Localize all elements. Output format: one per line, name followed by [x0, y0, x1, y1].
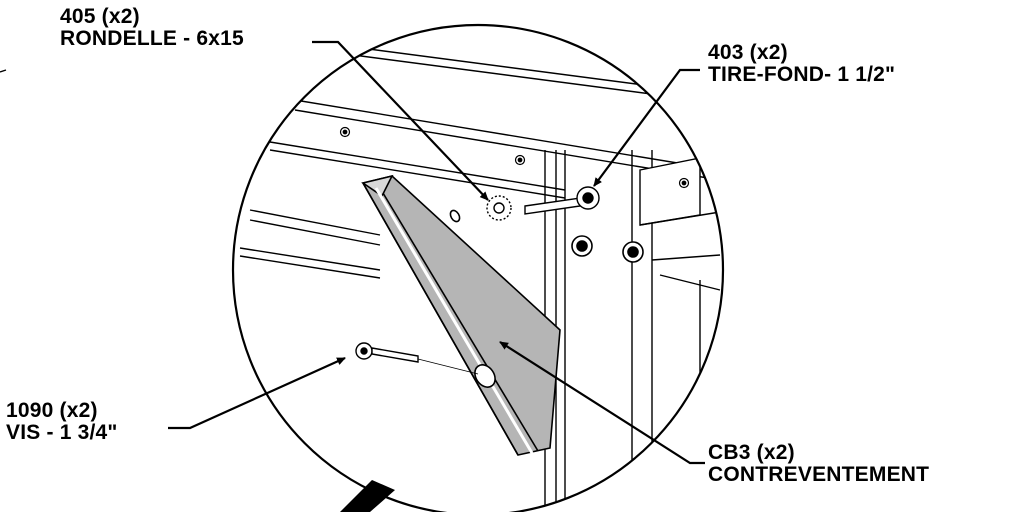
lag-screw-part — [524, 186, 600, 215]
brace-leader-line — [499, 341, 705, 465]
lag-screw-callout: 403 (x2) TIRE-FOND- 1 1/2" — [708, 42, 895, 86]
washer-callout: 405 (x2) RONDELLE - 6x15 — [60, 6, 244, 50]
diagonal-brace — [361, 174, 561, 456]
pilot-holes — [339, 126, 690, 189]
screw-part-number: 1090 (x2) — [6, 399, 98, 422]
washer-part — [486, 195, 512, 221]
brace-part-number: CB3 (x2) — [708, 441, 795, 464]
washer-part-name: RONDELLE - 6x15 — [60, 27, 244, 50]
washer-leader-line — [312, 40, 489, 201]
detail-circle-outline — [231, 23, 725, 512]
frame-edge-fragment — [0, 69, 7, 73]
screw-part-name: VIS - 1 3/4" — [6, 421, 118, 444]
screw-callout: 1090 (x2) VIS - 1 3/4" — [6, 400, 118, 444]
lag-screw-leader-line — [593, 68, 700, 187]
brace-part-name: CONTREVENTEMENT — [708, 463, 930, 486]
screw-part — [355, 342, 479, 375]
lag-screw-part-number: 403 (x2) — [708, 41, 788, 64]
frame-rails — [239, 39, 721, 279]
callout-leaders — [168, 40, 705, 465]
screw-leader-line — [168, 356, 346, 430]
post-bolt-heads — [571, 235, 644, 263]
detail-circle-contents — [239, 39, 721, 512]
detail-leader-bar — [340, 480, 395, 512]
lag-screw-part-name: TIRE-FOND- 1 1/2" — [708, 63, 896, 86]
washer-part-number: 405 (x2) — [60, 5, 140, 28]
brace-callout: CB3 (x2) CONTREVENTEMENT — [708, 442, 929, 486]
